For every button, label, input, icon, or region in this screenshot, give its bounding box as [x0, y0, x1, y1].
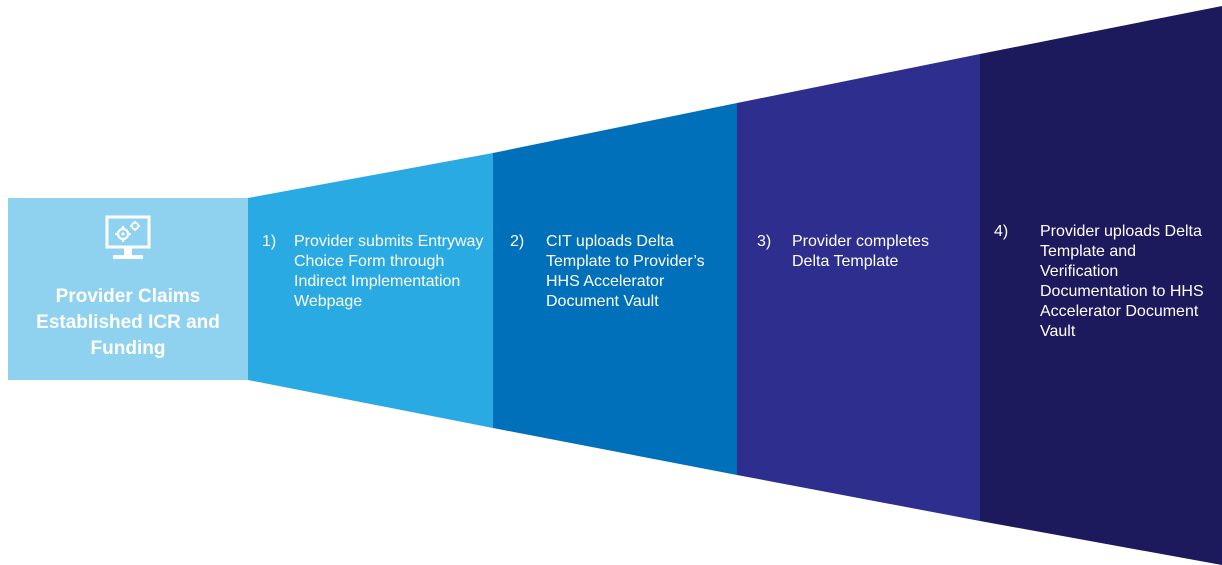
step-3-text: Provider completes Delta Template [792, 233, 929, 270]
step-1-text: Provider submits Entryway Choice Form th… [294, 233, 484, 310]
start-title: Provider Claims Established ICR and Fund… [36, 286, 220, 359]
step-4-segment [980, 6, 1222, 565]
step-2-number: 2) [510, 233, 525, 250]
step-3-segment [737, 54, 980, 521]
step-2-text: CIT uploads Delta Template to Provider’s… [546, 233, 705, 310]
step-2-label: 2) CIT uploads Delta Template to Provide… [510, 232, 730, 312]
step-4-text: Provider uploads Delta Template and Veri… [1040, 223, 1204, 340]
step-3-label: 3) Provider completes Delta Template [757, 232, 972, 272]
step-1-segment [248, 153, 493, 428]
monitor-gears-icon [105, 215, 151, 259]
step-2-segment [493, 103, 737, 475]
step-1-label: 1) Provider submits Entryway Choice Form… [262, 232, 487, 312]
step-4-number: 4) [994, 223, 1009, 240]
step-1-number: 1) [262, 233, 277, 250]
step-3-number: 3) [757, 233, 772, 250]
start-box [8, 198, 248, 380]
step-4-label: 4) Provider uploads Delta Template and V… [994, 222, 1216, 342]
